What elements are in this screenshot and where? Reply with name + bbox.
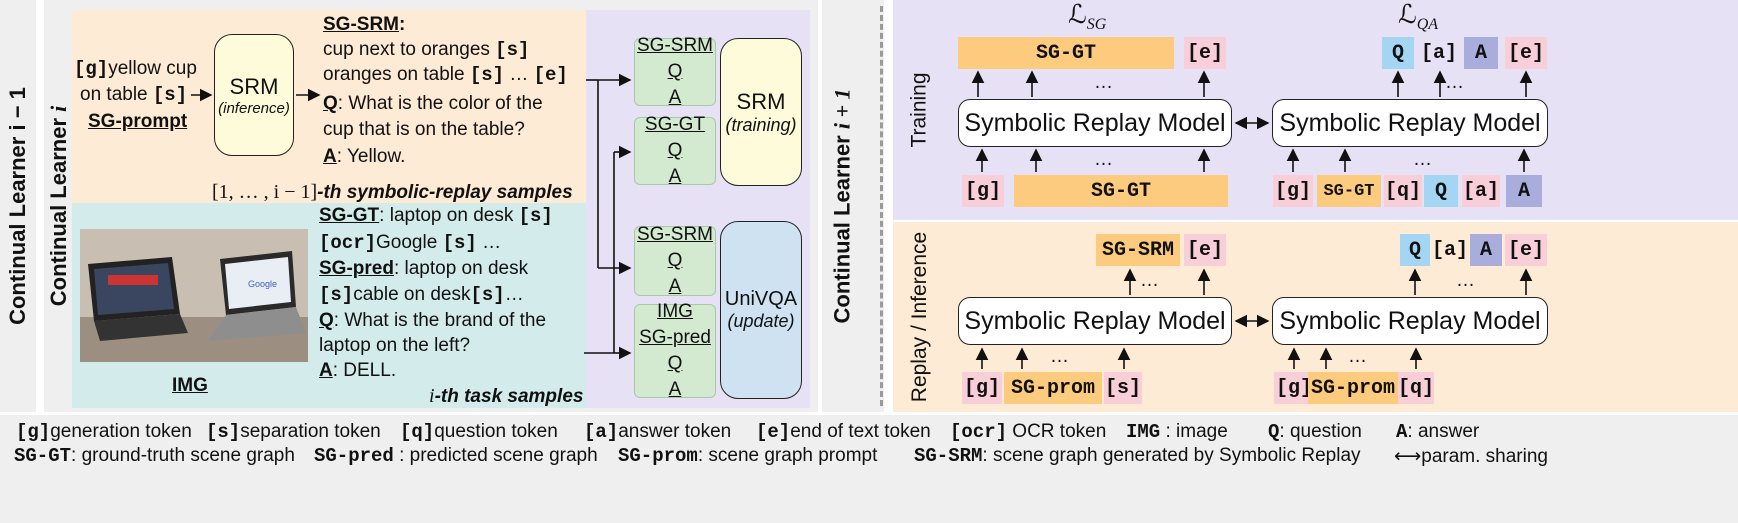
token-g-in-replay: [g] [962,372,1002,404]
img-label: IMG [172,375,208,396]
dots-train-left-top: … [1094,72,1113,93]
dots-train-left-bottom: … [1094,149,1113,170]
token-a-out: [a] [1420,41,1457,65]
svg-text:Google: Google [248,279,277,289]
legend-s: [s]separation token [206,421,381,443]
legend-param-sharing: ⟷param. sharing [1394,446,1548,467]
sg-srm-output-title: SG-SRM: [323,14,406,35]
laptop-image: Google [80,229,308,362]
token-g-in: [g] [962,175,1004,207]
task-question-line2: laptop on the left? [319,335,471,356]
legend-q: [q]question token [400,421,558,443]
dots-replay-right-bottom: … [1348,346,1367,367]
sg-srm-output-line1: cup next to oranges [s] [323,39,530,61]
sg-srm-output-line2: oranges on table [s] … [e] [323,64,568,86]
token-sg-prom-in: SG-prom [1004,372,1102,404]
replay-samples-caption: [1, … , i − 1]-th symbolic-replay sample… [212,181,573,203]
token-question-in: Q [1424,175,1458,207]
token-e-out-replay-qa: [e] [1505,234,1547,266]
replay-question: Q: What is the color of the [323,93,543,114]
legend-e: [e]end of text token [756,421,931,443]
dots-replay-left-bottom: … [1050,346,1069,367]
left-arrows [191,73,632,360]
token-sg-gt-out: SG-GT [958,37,1174,69]
replay-answer: A: Yellow. [323,146,406,167]
task-samples-caption: i-th task samples [429,385,584,407]
token-e-out: [e] [1184,37,1226,69]
token-q-in-replay: [q] [1398,372,1434,404]
loss-qa-label: ℒQA [1398,0,1439,34]
dots-train-right-top: … [1445,72,1464,93]
dashed-divider [880,6,883,406]
srm-training-box: SRM (training) [720,38,802,186]
token-e-out-qa: [e] [1505,37,1547,69]
token-a-sep-in: [a] [1462,175,1500,207]
legend-question: Q: question [1268,421,1362,443]
token-g-in-qa: [g] [1273,175,1313,207]
legend-sg-gt: SG-GT: ground-truth scene graph [14,445,295,467]
token-sg-gt-in-qa: SG-GT [1317,175,1381,207]
token-e-out-replay: [e] [1184,234,1226,266]
dots-train-right-bottom: … [1413,149,1432,170]
token-q-out-replay: Q [1400,234,1430,266]
sg-pred-line: SG-pred: laptop on desk [319,258,529,279]
dots-replay-right-top: … [1456,270,1475,291]
srm-model-replay-right: Symbolic Replay Model [1272,297,1548,345]
legend-sg-pred: SG-pred : predicted scene graph [314,445,598,467]
legend-a: [a]answer token [584,421,732,443]
panel-learner-next-bg [822,0,884,412]
token-a-out-replay: [a] [1432,238,1469,262]
legend-bg [0,415,1738,523]
legend-answer: A: answer [1396,421,1480,443]
sg-prompt-line2: on table [s] [80,84,188,106]
sg-prompt-label: SG-prompt [88,111,188,132]
srm-model-replay-left: Symbolic Replay Model [958,297,1232,345]
legend-sg-prom: SG-prom: scene graph prompt [618,445,878,467]
token-sg-prom-in-qa: SG-prom [1308,372,1398,404]
dots-replay-left-top: … [1140,270,1159,291]
sg-prompt-line1: [g]yellow cup [74,58,197,80]
token-answer-in: A [1506,175,1542,207]
panel-learner-prev-bg [0,0,36,412]
sg-pred-line2: [s]cable on desk[s]… [319,284,524,306]
replay-samples-region [72,10,586,203]
token-sg-gt-in: SG-GT [1014,175,1228,207]
legend-sg-srm: SG-SRM: scene graph generated by Symboli… [914,445,1361,467]
srm-model-train-left: Symbolic Replay Model [958,99,1232,147]
loss-sg-label: ℒSG [1068,0,1107,34]
token-sg-srm-out: SG-SRM [1096,234,1180,266]
task-question: Q: What is the brand of the [319,310,547,331]
task-answer: A: DELL. [319,360,397,381]
replay-question-line2: cup that is on the table? [323,119,525,140]
right-arrows [971,70,1533,369]
srm-inference-box: SRM (inference) [214,34,294,156]
token-q-out: Q [1382,37,1414,69]
ocr-line: [ocr]Google [s] … [319,232,502,254]
legend-ocr: [ocr] OCR token [950,421,1107,443]
token-g-in-replay-qa: [g] [1274,372,1314,404]
token-answer-out: A [1464,37,1498,69]
token-s-in-replay: [s] [1104,372,1142,404]
univqa-box: UniVQA (update) [720,221,802,399]
token-answer-out-replay: A [1470,234,1502,266]
legend-g: [g]generation token [16,421,192,443]
token-q-sep-in: [q] [1384,175,1422,207]
legend-img: IMG : image [1126,421,1228,443]
sg-gt-line: SG-GT: laptop on desk [s] [319,205,553,227]
srm-model-train-right: Symbolic Replay Model [1272,99,1548,147]
